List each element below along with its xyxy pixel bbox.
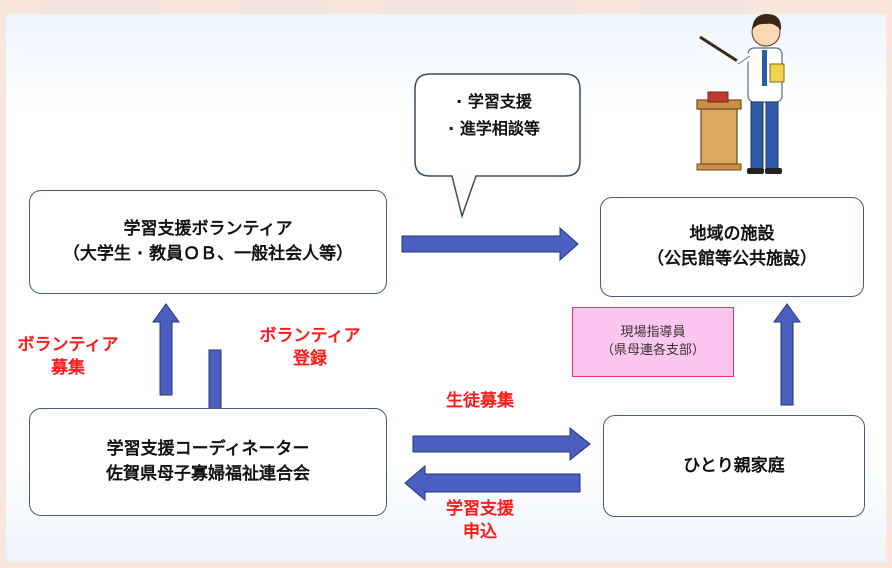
- supervisor-box-subtitle: （県母連各支部）: [600, 343, 705, 358]
- volunteer-box-title: 学習支援ボランティア: [123, 219, 293, 240]
- decorative-strip: [40, 0, 160, 14]
- label-volunteer-register-line1: ボランティア: [259, 326, 361, 346]
- volunteer-box-subtitle: （大学生 · 教員ＯＢ、一般社会人等）: [62, 244, 354, 264]
- family-box-title: ひとり親家庭: [683, 455, 785, 476]
- bubble-line-advice: · 進学相談等: [448, 119, 540, 139]
- speech-bubble-icon: [414, 73, 581, 219]
- decorative-strip: [240, 0, 330, 14]
- decorative-strip: [380, 0, 580, 14]
- coordinator-box-subtitle: 佐賀県母子寡婦福祉連合会: [106, 464, 310, 484]
- label-volunteer-recruit-line2: 募集: [51, 357, 85, 378]
- teacher-illustration-icon: [696, 14, 785, 174]
- label-volunteer-register-line2: 登録: [293, 348, 327, 369]
- label-volunteer-register: ボランティア 登録: [250, 325, 370, 371]
- facility-box-title: 地域の施設: [689, 224, 775, 245]
- arrow-student-recruit: [412, 426, 591, 462]
- label-study-apply-line2: 申込: [463, 521, 497, 542]
- label-study-apply: 学習支援 申込: [420, 498, 540, 544]
- family-box: ひとり親家庭: [603, 415, 865, 517]
- volunteer-box: 学習支援ボランティア （大学生 · 教員ＯＢ、一般社会人等）: [29, 190, 387, 294]
- coordinator-box: 学習支援コーディネーター 佐賀県母子寡婦福祉連合会: [29, 408, 387, 516]
- label-student-recruit-text: 生徒募集: [446, 391, 514, 411]
- bubble-line-study-support: · 学習支援: [456, 92, 532, 111]
- arrow-up-recruit: [152, 303, 180, 396]
- coordinator-box-title: 学習支援コーディネーター: [106, 439, 310, 460]
- label-volunteer-recruit-line1: ボランティア: [17, 335, 119, 355]
- label-study-apply-line1: 学習支援: [446, 499, 514, 519]
- speech-bubble-text: · 学習支援 · 進学相談等: [416, 88, 572, 142]
- supervisor-box: 現場指導員 （県母連各支部）: [572, 307, 734, 377]
- arrow-volunteer-to-facility: [401, 226, 579, 262]
- arrow-study-apply: [404, 464, 581, 502]
- facility-box-subtitle: （公民館等公共施設）: [647, 249, 817, 269]
- decorative-strip: [640, 0, 750, 14]
- label-volunteer-recruit: ボランティア 募集: [8, 334, 128, 380]
- supervisor-box-title: 現場指導員: [620, 324, 686, 340]
- facility-box: 地域の施設 （公民館等公共施設）: [600, 197, 864, 297]
- arrow-family-to-facility: [773, 303, 801, 406]
- label-student-recruit: 生徒募集: [420, 390, 540, 413]
